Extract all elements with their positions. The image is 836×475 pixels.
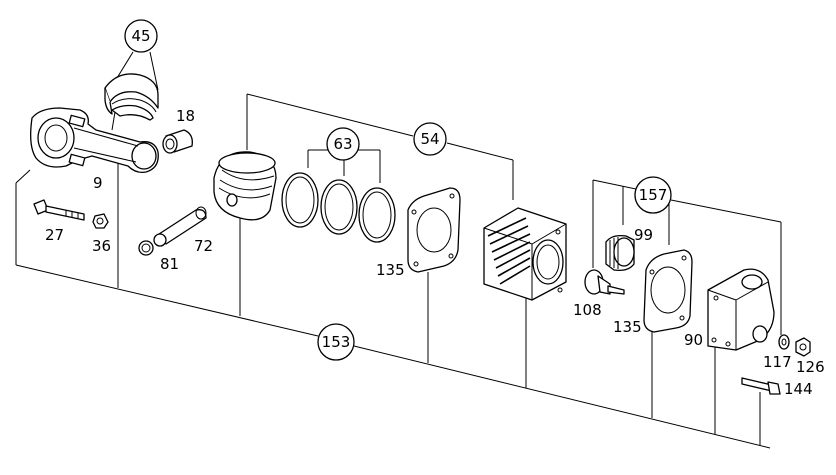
valve-part [584,269,625,295]
label-72: 72 [194,237,213,255]
cylinder-head-part [707,268,775,351]
cap-nut-part [795,337,811,357]
callout-45: 45 [124,19,158,53]
head-gasket-part [643,249,693,333]
label-117: 117 [763,353,792,371]
label-99: 99 [634,226,653,244]
callout-54: 54 [413,122,447,156]
callout-63: 63 [326,127,360,161]
part-number-labels: 18 9 27 36 72 81 135 99 108 135 90 117 1… [45,107,825,398]
callout-63-label: 63 [333,135,352,153]
cap-part [605,234,635,272]
callout-153-label: 153 [322,333,351,351]
callout-54-label: 54 [420,130,439,148]
label-81: 81 [160,255,179,273]
nut-part [92,213,109,229]
connecting-rod-part [30,107,159,174]
label-135-right: 135 [613,318,642,336]
label-144: 144 [784,380,813,398]
bearing-shells-part [104,73,159,121]
label-126: 126 [796,358,825,376]
label-36: 36 [92,237,111,255]
label-135-left: 135 [376,261,405,279]
label-9: 9 [93,174,103,192]
callout-157: 157 [634,176,672,214]
bolt-part [33,199,85,221]
callout-157-label: 157 [639,186,668,204]
cylinder-block-part [483,207,567,301]
label-90: 90 [684,331,703,349]
washer-part [778,334,790,350]
callout-153: 153 [317,323,355,361]
label-27: 27 [45,226,64,244]
label-108: 108 [573,301,602,319]
cylinder-gasket-part [407,187,461,273]
label-18: 18 [176,107,195,125]
circlip-part [138,240,154,256]
piston-part [213,151,277,221]
bush-part [162,129,193,154]
piston-rings-part [281,172,396,243]
head-bolt-part [741,377,781,395]
piston-pin-part [153,206,207,247]
leader-lines [15,51,782,449]
callout-45-label: 45 [131,27,150,45]
